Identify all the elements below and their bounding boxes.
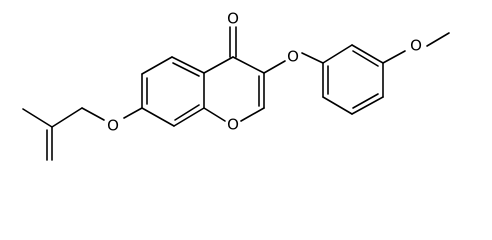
- atom-labels: O O O O O: [107, 10, 422, 135]
- bond: [382, 50, 406, 64]
- bond: [203, 56, 234, 74]
- bond: [301, 52, 324, 64]
- bond: [240, 107, 265, 122]
- bond: [232, 56, 265, 74]
- bond: [123, 107, 143, 119]
- bond: [173, 107, 205, 127]
- bond: [322, 96, 353, 115]
- bond: [352, 93, 379, 109]
- bond: [22, 108, 53, 128]
- atom-label-aryl-ether-oxygen: O: [287, 48, 299, 66]
- atom-label-allyl-ether-oxygen: O: [107, 117, 119, 135]
- bond: [203, 107, 226, 122]
- bond: [263, 60, 286, 74]
- atom-label-methoxy-oxygen: O: [410, 37, 422, 55]
- bond: [81, 107, 105, 121]
- bond: [171, 56, 205, 74]
- bond: [174, 104, 200, 121]
- molecule-diagram: O O O O O: [22, 10, 450, 161]
- bond: [426, 32, 450, 47]
- bond: [351, 96, 384, 115]
- atom-label-carbonyl-oxygen: O: [227, 10, 239, 28]
- bond: [141, 56, 173, 75]
- atom-label-ring-oxygen: O: [227, 116, 239, 134]
- bond: [322, 44, 353, 64]
- bond: [351, 44, 384, 64]
- bond: [51, 107, 83, 128]
- bond: [172, 62, 200, 77]
- bond: [352, 50, 379, 67]
- bond: [141, 107, 175, 127]
- bonds: [22, 26, 450, 161]
